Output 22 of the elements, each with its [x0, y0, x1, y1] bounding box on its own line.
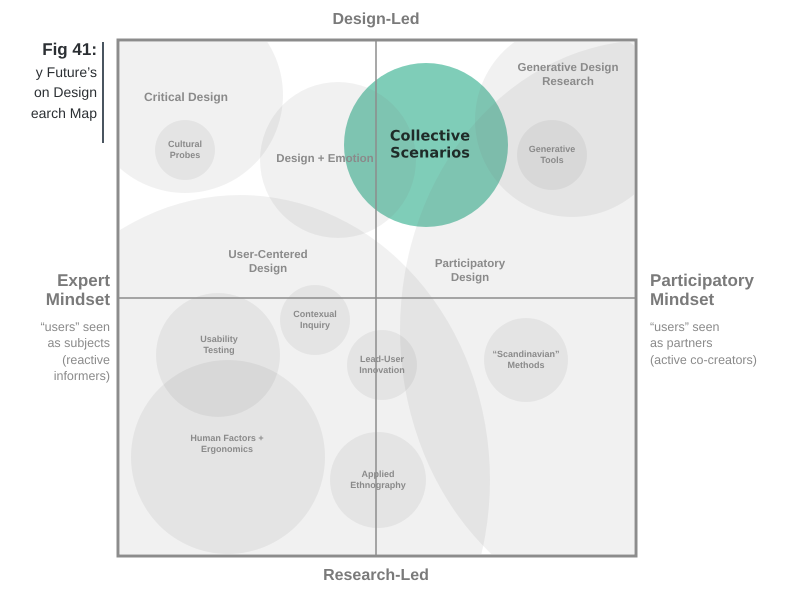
axis-label: Participatory Mindset [650, 272, 755, 310]
method-circle [131, 360, 325, 554]
axis-label: Research-Led [322, 566, 430, 586]
area-label: Generative Tools [528, 144, 576, 166]
area-label: Cultural Probes [166, 139, 203, 161]
axis-description: “users” seen as partners (active co-creators) [650, 319, 758, 368]
method-circle [280, 285, 350, 355]
area-label: Human Factors + Ergonomics [189, 433, 265, 455]
method-circle [330, 432, 426, 528]
axis-label: Expert Mindset [44, 272, 110, 310]
area-label: Critical Design [142, 90, 230, 104]
highlight-label: Collective Scenarios [388, 128, 472, 164]
area-label: “Scandinavian” Methods [491, 349, 561, 371]
axis-description: “users” seen as subjects (reactive informers) [40, 319, 110, 384]
figure-number: Fig 41: [41, 40, 97, 60]
area-label: Generative Design Research [516, 62, 620, 90]
figure-caption: y Future’s on Design earch Map [30, 63, 97, 123]
axis-label: Design-Led [331, 10, 421, 30]
area-label: Participatory Design [434, 258, 506, 286]
area-label: Usability Testing [199, 334, 239, 356]
area-label: User-Centered Design [227, 249, 309, 277]
area-label: Contexual Inquiry [292, 309, 338, 331]
